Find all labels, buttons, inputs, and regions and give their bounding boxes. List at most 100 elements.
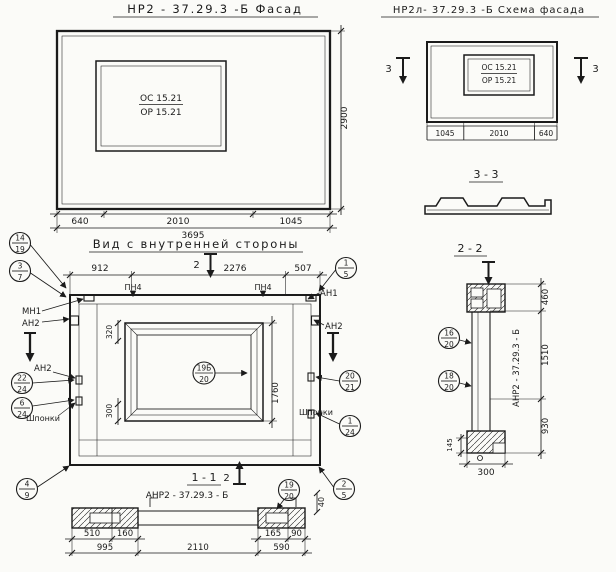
label-shponki-right: Шпонки	[299, 408, 333, 417]
facade-dim-3695: 3695	[182, 231, 205, 241]
facade-dim-1045: 1045	[280, 217, 303, 227]
frame-profile-detail	[486, 288, 502, 309]
callout-bottom-number: 21	[345, 383, 355, 392]
dim-300-ticks	[114, 400, 122, 425]
section-3-3-profile	[424, 197, 552, 215]
left-block-channel	[89, 512, 121, 524]
facade-window-inner-line	[100, 65, 222, 147]
callout-bottom-number: 5	[342, 491, 347, 500]
section-1-1-dim-995: 995	[97, 543, 113, 553]
section-1-1-panel-label: АНР2 - 37.29.3 - Б	[146, 491, 229, 501]
frame-profile-detail	[470, 298, 484, 309]
section-1-arrow-right	[327, 332, 339, 362]
callout-3-7: 3 7	[8, 259, 67, 298]
an2-leader	[52, 371, 76, 380]
schema-marker-left-label: 3	[385, 64, 392, 75]
detail-flags	[149, 497, 297, 507]
callout-22-24: 22 24	[10, 371, 75, 395]
facade-dimension-ticks	[53, 27, 345, 232]
bottom-dim-ticks	[68, 535, 309, 557]
schema-window-inner-line	[467, 58, 531, 92]
label-mn1: МН1	[22, 307, 41, 317]
section-2-2-dim-930: 930	[541, 418, 551, 434]
window-opening	[124, 322, 264, 422]
label-an1: АН1	[320, 289, 338, 299]
right-chain-ticks	[537, 280, 545, 457]
section-1-1: 1 - 1 2 АНР2 - 37.29.3 - Б 19 20 40 510 …	[65, 461, 326, 557]
inner-dim-1760: 1760	[271, 382, 281, 404]
section-2-marker-bottom: 2	[223, 461, 246, 485]
callout-top-number: 14	[15, 234, 25, 243]
callout-top-number: 19Б	[197, 364, 212, 373]
callout-circle	[437, 326, 461, 350]
dim-1760-ticks	[268, 319, 276, 425]
section-1-1-dim-510: 510	[84, 529, 100, 539]
facade-dim-2010: 2010	[167, 217, 190, 227]
section-1-1-dim-40: 40	[317, 497, 326, 507]
section-arrow-down-icon	[25, 353, 35, 362]
schema-drawing: НР2л- 37.29.3 -Б Схема фасада ОС 15.21 О…	[381, 5, 599, 141]
section-cut-line	[233, 469, 246, 485]
facade-panel-outline	[55, 29, 332, 211]
section-1-1-dim-90: 90	[291, 529, 302, 539]
section-1-arrow-left	[24, 332, 36, 362]
section-cut-line	[396, 57, 410, 76]
key-mark	[75, 375, 83, 385]
marker-2-label: 2	[193, 260, 200, 271]
label-an2-c: АН2	[325, 322, 343, 332]
an2-leader	[313, 319, 325, 326]
inner-dim-300: 300	[105, 404, 114, 419]
inner-side-view: Вид с внутренней стороны 2 912 2276 507 …	[8, 231, 362, 501]
window-corner-diagonals	[124, 322, 264, 422]
dim-300-extensions	[466, 453, 506, 468]
section-2-2-title: 2 - 2	[458, 242, 483, 255]
callout-bottom-number: 5	[344, 270, 349, 279]
callout-top-number: 1	[348, 417, 353, 426]
callout-circle	[8, 231, 32, 255]
section-arrow-up-icon	[235, 461, 244, 469]
callout-leader	[459, 381, 472, 388]
callout-19b-20: 19Б 20	[192, 361, 248, 385]
callout-14-19: 14 19	[8, 231, 67, 289]
section-1-1-dim-165: 165	[265, 529, 281, 539]
callout-top-number: 6	[20, 399, 25, 408]
section-cut-line	[204, 253, 217, 270]
section-2-2-dim-1510: 1510	[541, 344, 551, 366]
schema-panel-outline	[426, 41, 558, 123]
facade-panel-inner-line	[61, 35, 326, 205]
section-3-3-title: 3 - 3	[474, 168, 499, 181]
label-an2-a: АН2	[22, 319, 40, 329]
schema-dim-640: 640	[539, 129, 554, 138]
callout-top-number: 19	[284, 481, 294, 490]
schema-marker-right-label: 3	[592, 64, 599, 75]
schema-window-opening	[463, 54, 535, 96]
callout-top-number: 16	[444, 329, 454, 338]
facade-window-opening	[95, 60, 227, 152]
dim-145-ticks	[457, 434, 465, 457]
callout-top-number: 3	[18, 262, 23, 271]
section-2-2-dim-145: 145	[446, 438, 454, 451]
marker-2-label: 2	[223, 473, 230, 484]
bottom-dim-lines	[65, 538, 312, 554]
callout-circle	[277, 478, 301, 502]
callout-top-number: 4	[25, 480, 30, 489]
inner-dim-2276: 2276	[224, 264, 247, 274]
key-mark	[75, 396, 83, 406]
section-1-1-title: 1 - 1	[192, 471, 217, 484]
dim-1760-extensions	[263, 322, 277, 422]
facade-drawing: НР2 - 37.29.3 -Б Фасад ОС 15.21 ОР 15.21…	[50, 2, 350, 241]
section-1-1-chords	[138, 510, 258, 526]
facade-title: НР2 - 37.29.3 -Б Фасад	[127, 2, 302, 16]
callout-circle	[332, 477, 356, 501]
section-2-2-dim-300: 300	[477, 468, 494, 478]
foot-step-detail	[492, 442, 506, 454]
section-cut-line	[574, 57, 588, 76]
schema-panel-inner-line	[430, 45, 554, 119]
anchor-mark-an2-left	[69, 315, 80, 326]
callout-leader	[318, 269, 336, 292]
schema-section-marker-right: 3	[574, 57, 599, 84]
label-pn4-left: ПН4	[124, 283, 141, 292]
